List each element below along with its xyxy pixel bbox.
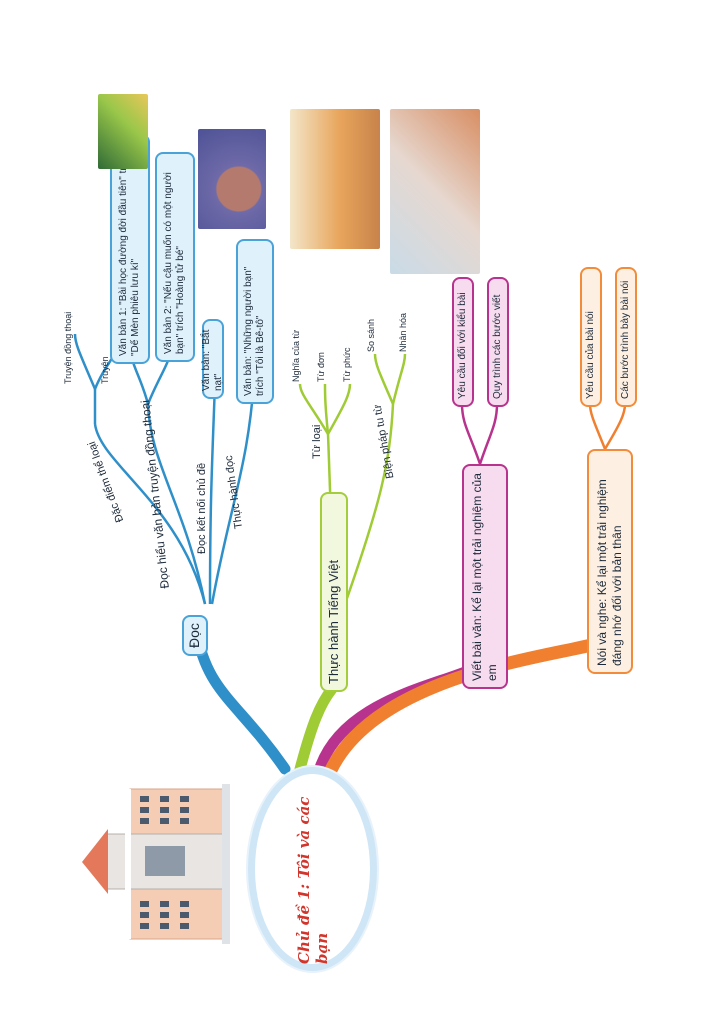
center-title-text: Chủ đề 1: Tôi và các bạn <box>294 796 331 964</box>
quy-trinh-viet-box: Quy trình các bước viết <box>487 277 509 407</box>
illustration-children <box>390 109 480 274</box>
school-building-illustration <box>82 784 230 944</box>
trunk-doc <box>192 633 291 775</box>
nhung-nguoi-ban-box: Văn bản: "Những người bạn" trích "Tôi là… <box>236 239 274 404</box>
tieng-viet-sub-lines <box>298 353 407 605</box>
tu-phuc-label: Từ phức <box>342 347 352 382</box>
branch-tieng-viet-node: Thực hành Tiếng Việt <box>320 492 348 692</box>
trunk-tieng-viet <box>294 683 338 775</box>
yeu-cau-kieu-bai-box: Yêu cầu đối với kiểu bài <box>452 277 474 407</box>
illustration-hoang-tu-be <box>198 129 266 229</box>
viet-sub-lines <box>460 403 499 465</box>
noi-nghe-sub-lines <box>588 403 627 450</box>
so-sanh-label: So sánh <box>366 318 376 352</box>
bat-nat-box: Văn bản: "Bắt nạt" <box>201 319 224 399</box>
branch-doc-label: Đọc <box>186 623 203 648</box>
center-topic: Chủ đề 1: Tôi và các bạn <box>255 774 370 964</box>
tu-don-label: Từ đơn <box>316 352 326 382</box>
illustration-friends-sunset <box>290 109 380 249</box>
illustration-de-men <box>98 94 148 169</box>
doc-ket-noi-label: Đọc kết nối chủ đề <box>196 462 208 554</box>
branch-doc-node: Đọc <box>182 615 208 656</box>
truyen-label: Truyện <box>100 356 110 384</box>
tu-loai-label: Từ loại <box>311 424 323 459</box>
nhan-hoa-label: Nhân hóa <box>398 312 408 352</box>
yeu-cau-bai-noi-box: Yêu cầu của bài nói <box>580 267 602 407</box>
branch-noi-nghe-node: Nói và nghe: Kể lại một trải nghiệm đáng… <box>587 449 633 674</box>
nghia-cua-tu-label: Nghĩa của từ <box>291 329 301 382</box>
branch-viet-node: Viết bài văn: Kể lại một trải nghiệm của… <box>462 464 508 689</box>
truyen-dong-thoai-label: Truyện đồng thoại <box>63 311 73 384</box>
van-ban-2-box: Văn bản 2: "Nếu cậu muốn có một người bạ… <box>155 152 195 362</box>
cac-buoc-box: Các bước trình bày bài nói <box>615 267 637 407</box>
